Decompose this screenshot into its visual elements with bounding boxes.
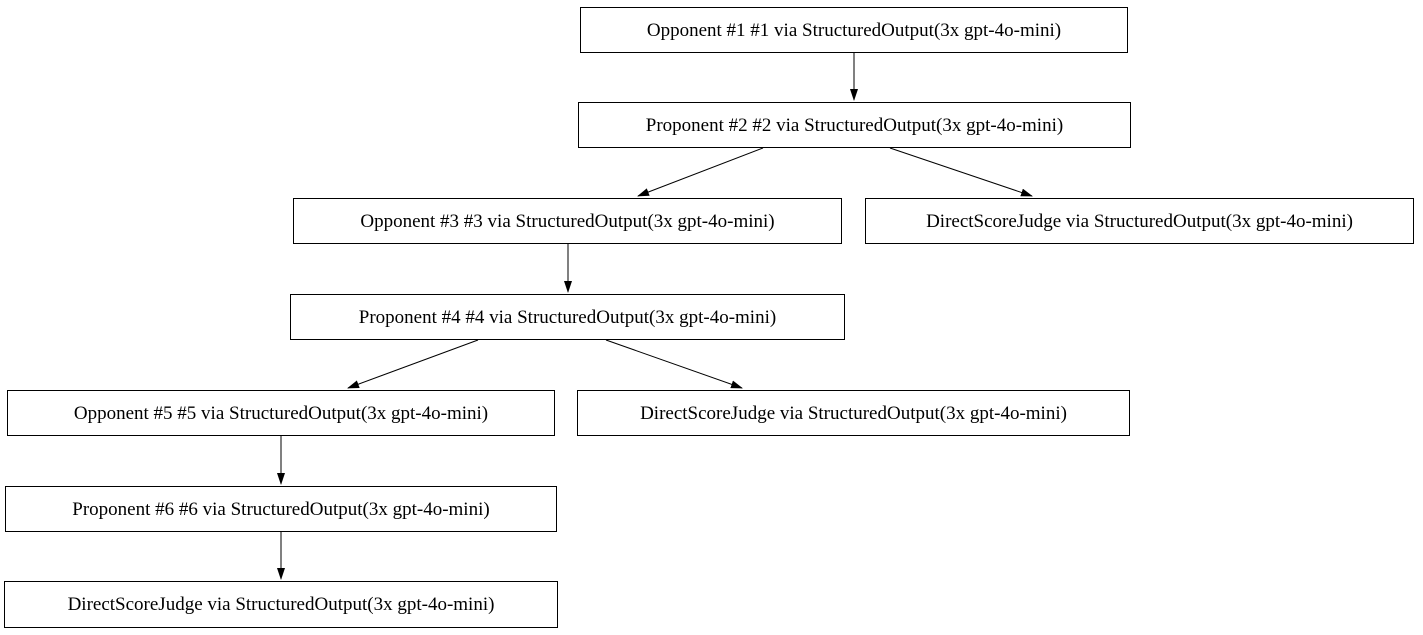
node-opponent-5: Opponent #5 #5 via StructuredOutput(3x g… — [7, 390, 555, 436]
node-proponent-4: Proponent #4 #4 via StructuredOutput(3x … — [290, 294, 845, 340]
edge-proponent-2-to-opponent-3 — [637, 147, 764, 197]
node-direct-score-judge-2: DirectScoreJudge via StructuredOutput(3x… — [577, 390, 1130, 436]
node-proponent-6: Proponent #6 #6 via StructuredOutput(3x … — [5, 486, 557, 532]
node-direct-score-judge-3: DirectScoreJudge via StructuredOutput(3x… — [4, 581, 558, 628]
node-opponent-3: Opponent #3 #3 via StructuredOutput(3x g… — [293, 198, 842, 244]
edge-proponent-2-to-judge-1 — [889, 147, 1033, 197]
edge-proponent-4-to-judge-2 — [605, 339, 743, 389]
node-proponent-2: Proponent #2 #2 via StructuredOutput(3x … — [578, 102, 1131, 148]
edge-proponent-4-to-opponent-5 — [347, 339, 479, 389]
node-opponent-1: Opponent #1 #1 via StructuredOutput(3x g… — [580, 7, 1128, 53]
node-direct-score-judge-1: DirectScoreJudge via StructuredOutput(3x… — [865, 198, 1414, 244]
